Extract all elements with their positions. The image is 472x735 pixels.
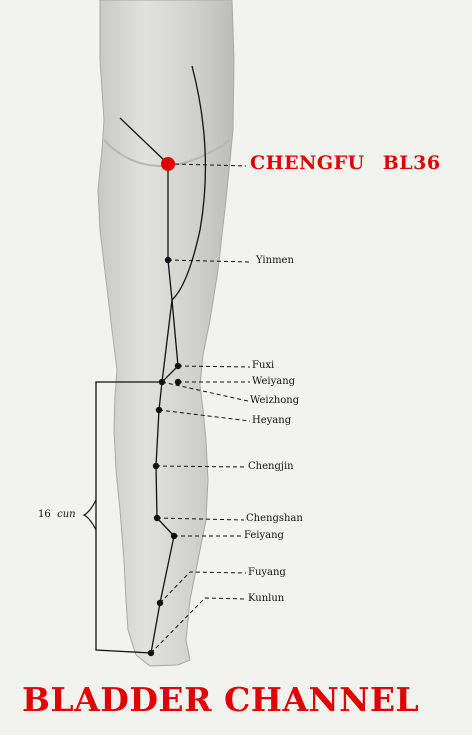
label-fuyang: Fuyang bbox=[248, 567, 286, 578]
featured-point-label: CHENGFU BL36 bbox=[250, 152, 441, 174]
point-heyang bbox=[155, 406, 163, 414]
point-kunlun bbox=[147, 649, 155, 657]
point-chengjin bbox=[152, 462, 160, 470]
point-fuxi bbox=[174, 362, 182, 370]
point-yinmen bbox=[164, 256, 172, 264]
leader-chengshan bbox=[156, 517, 245, 521]
measurement-unit: cun bbox=[57, 509, 76, 520]
channel-title: BLADDER CHANNEL bbox=[22, 680, 420, 719]
point-weiyang bbox=[174, 378, 182, 386]
label-fuxi: Fuxi bbox=[252, 360, 275, 371]
measurement-label: 16 cun bbox=[38, 509, 76, 520]
point-chengshan bbox=[153, 514, 161, 522]
cun-bracket bbox=[95, 381, 162, 654]
label-heyang: Heyang bbox=[252, 415, 292, 426]
label-feiyang: Feiyang bbox=[244, 530, 284, 541]
point-feiyang bbox=[170, 532, 178, 540]
measurement-value: 16 bbox=[38, 509, 51, 520]
featured-point-name: CHENGFU bbox=[250, 152, 365, 174]
label-weizhong: Weizhong bbox=[250, 395, 300, 406]
point-fuyang bbox=[156, 599, 164, 607]
leader-fuxi bbox=[177, 365, 251, 368]
gluteal-line bbox=[119, 117, 167, 163]
label-chengjin: Chengjin bbox=[248, 461, 294, 472]
leader-heyang bbox=[158, 409, 251, 422]
label-weiyang: Weiyang bbox=[252, 376, 296, 387]
leader-kunlun bbox=[150, 597, 247, 654]
acupoint-markers bbox=[147, 256, 182, 657]
label-yinmen: Yinmen bbox=[256, 255, 294, 266]
cun-brace bbox=[82, 499, 97, 531]
channel-branch bbox=[161, 299, 173, 383]
leader-fuyang bbox=[159, 571, 247, 604]
point-weizhong bbox=[158, 378, 166, 386]
leader-chengjin bbox=[155, 465, 247, 468]
leader-weizhong bbox=[161, 381, 249, 402]
leg-silhouette bbox=[97, 0, 235, 667]
leader-lines bbox=[150, 163, 251, 654]
leader-chengfu bbox=[174, 163, 247, 167]
point-chengfu-highlight bbox=[161, 157, 175, 171]
featured-point-code: BL36 bbox=[382, 152, 441, 174]
label-chengshan: Chengshan bbox=[246, 513, 303, 524]
thigh-contour-line bbox=[171, 65, 207, 301]
label-kunlun: Kunlun bbox=[248, 593, 285, 604]
